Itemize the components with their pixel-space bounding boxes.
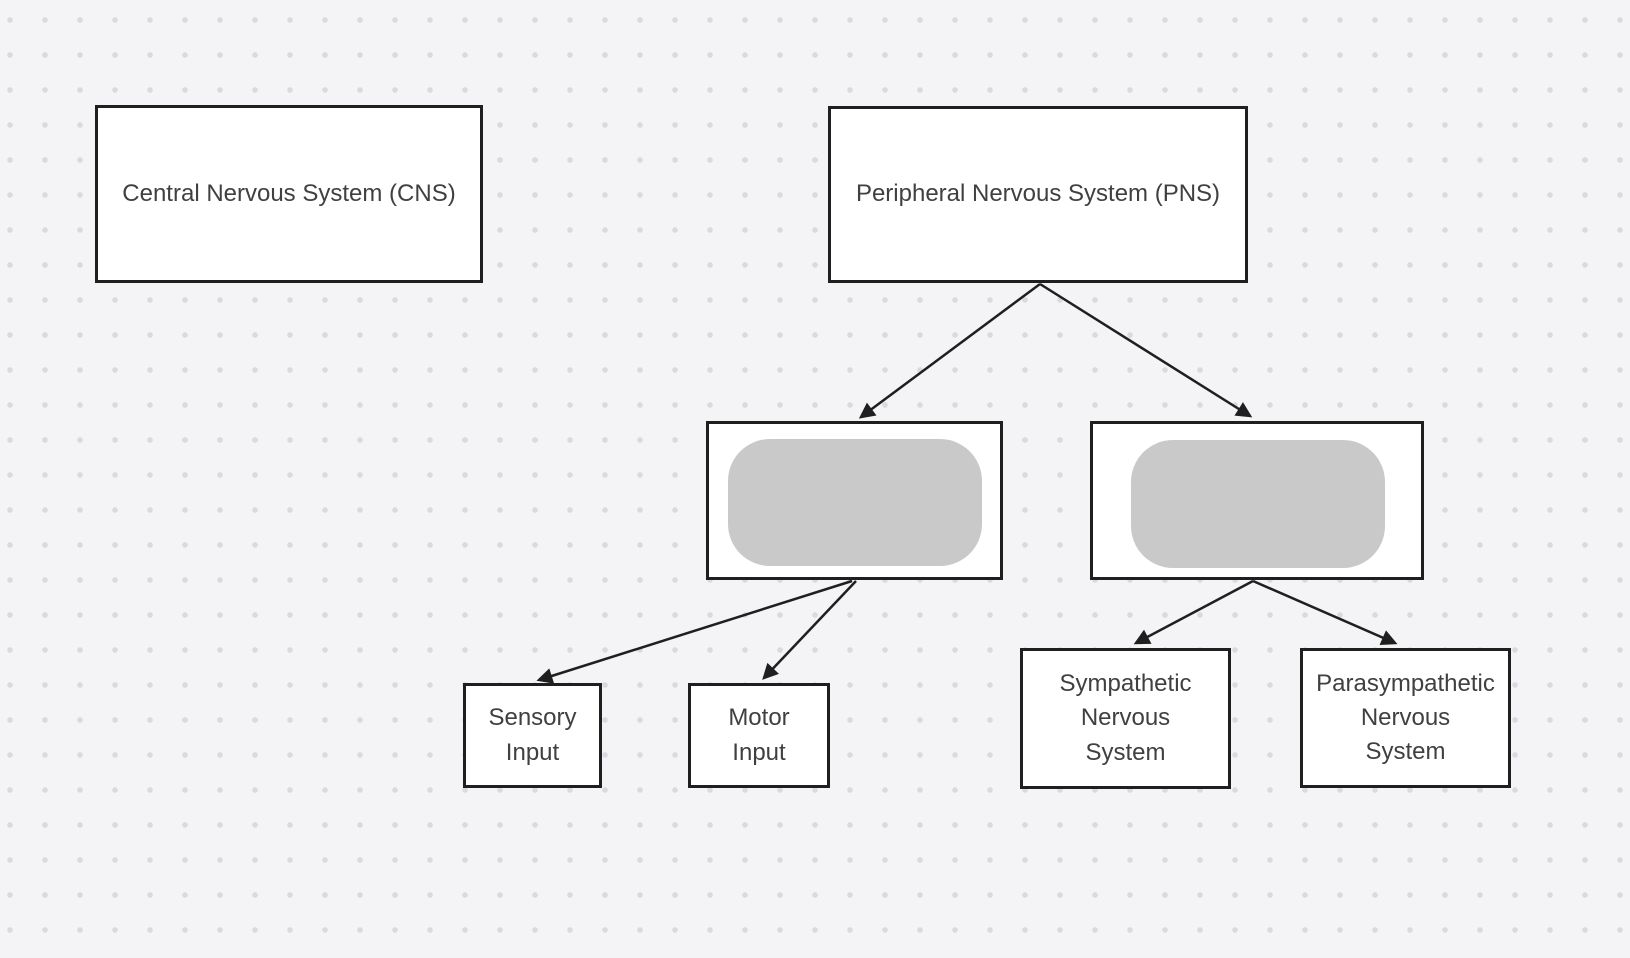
- node-label: Central Nervous System (CNS): [122, 179, 456, 207]
- edge-branch-right-to-parasympathetic: [1252, 579, 1398, 645]
- edge-pns-to-branch-left: [858, 282, 1041, 419]
- node-motor-input[interactable]: Motor Input: [688, 683, 830, 788]
- edge-branch-right-to-sympathetic: [1133, 579, 1254, 645]
- node-parasympathetic-nervous-system[interactable]: Parasympathetic Nervous System: [1300, 648, 1511, 788]
- node-branch-left-blank[interactable]: [706, 421, 1003, 580]
- node-sensory-input[interactable]: Sensory Input: [463, 683, 602, 788]
- node-central-nervous-system[interactable]: Central Nervous System (CNS): [95, 105, 483, 283]
- node-sympathetic-nervous-system[interactable]: Sympathetic Nervous System: [1020, 648, 1231, 789]
- edge-branch-left-to-motor: [762, 580, 857, 680]
- node-label: Motor Input: [728, 704, 790, 766]
- node-branch-right-blank[interactable]: [1090, 421, 1424, 580]
- edge-branch-left-to-sensory: [536, 579, 853, 684]
- redacted-label-pill[interactable]: [728, 439, 982, 566]
- node-label: Sensory Input: [488, 704, 577, 766]
- node-peripheral-nervous-system[interactable]: Peripheral Nervous System (PNS): [828, 106, 1248, 283]
- node-label: Peripheral Nervous System (PNS): [855, 180, 1221, 208]
- redacted-label-pill[interactable]: [1131, 440, 1385, 568]
- node-label: Sympathetic Nervous System: [1059, 670, 1192, 766]
- edge-pns-to-branch-right: [1039, 282, 1253, 418]
- node-label: Parasympathetic Nervous System: [1316, 669, 1495, 766]
